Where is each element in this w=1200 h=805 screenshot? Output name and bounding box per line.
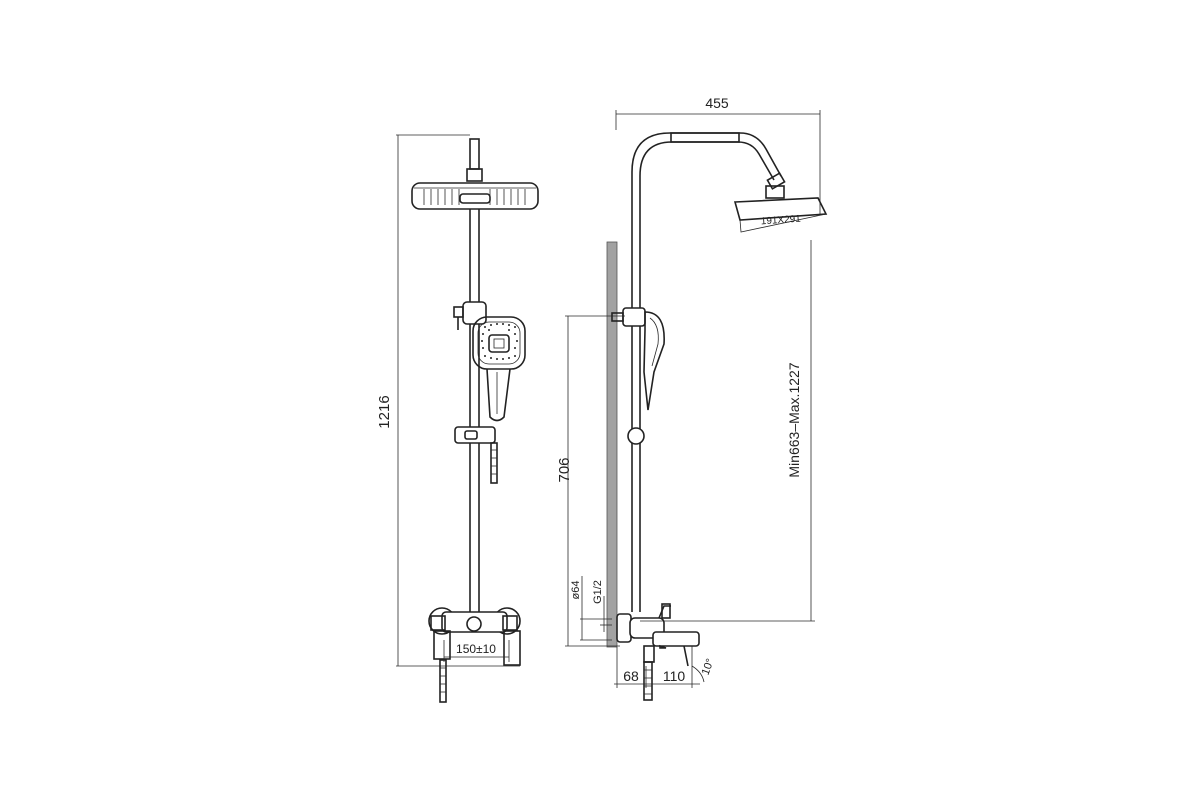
- head-size-label: 191X291: [760, 214, 801, 228]
- side-mixer: [616, 603, 700, 701]
- width-dimension: 455: [615, 95, 821, 215]
- side-view: 455 191X291: [556, 95, 828, 701]
- connection-dimensions: ø64 G1/2: [570, 576, 612, 641]
- adjustable-height-dimension: Min663–Max.1227: [640, 240, 815, 622]
- side-slider: [627, 427, 645, 445]
- front-mixer: [428, 607, 521, 666]
- slide-height-dimension: 706: [556, 315, 625, 647]
- inlet-spacing-dimension: 150±10: [443, 640, 510, 662]
- front-slider-holder: [454, 426, 496, 444]
- front-riser-pipe: [469, 209, 480, 612]
- front-rain-shower-head: [411, 182, 539, 210]
- front-hand-shower: [472, 316, 526, 422]
- side-riser-and-arm: [631, 132, 786, 612]
- spout-angle-label: 10°: [700, 657, 717, 677]
- overall-height-dimension: 1216: [376, 134, 520, 667]
- front-view: 1216: [376, 134, 539, 703]
- pipe-diameter-label: ø64: [570, 581, 582, 600]
- spout-dimensions: 68 110 10°: [614, 646, 717, 688]
- wall-hatch: [606, 241, 618, 648]
- spout-length-label: 110: [663, 668, 686, 684]
- hand-shower-nozzles: [481, 323, 518, 360]
- adjustable-height-label: Min663–Max.1227: [786, 362, 802, 477]
- head-fins: [423, 189, 526, 205]
- width-label: 455: [705, 95, 729, 111]
- front-top-pipe: [466, 138, 483, 182]
- slide-height-label: 706: [556, 457, 573, 482]
- side-upper-holder: [611, 307, 665, 411]
- thread-label: G1/2: [592, 580, 604, 604]
- spout-offset-label: 68: [623, 668, 639, 684]
- overall-height-label: 1216: [376, 395, 393, 428]
- side-rain-shower-head: 191X291: [733, 185, 828, 233]
- front-hose: [439, 442, 498, 703]
- inlet-spacing-label: 150±10: [456, 642, 496, 656]
